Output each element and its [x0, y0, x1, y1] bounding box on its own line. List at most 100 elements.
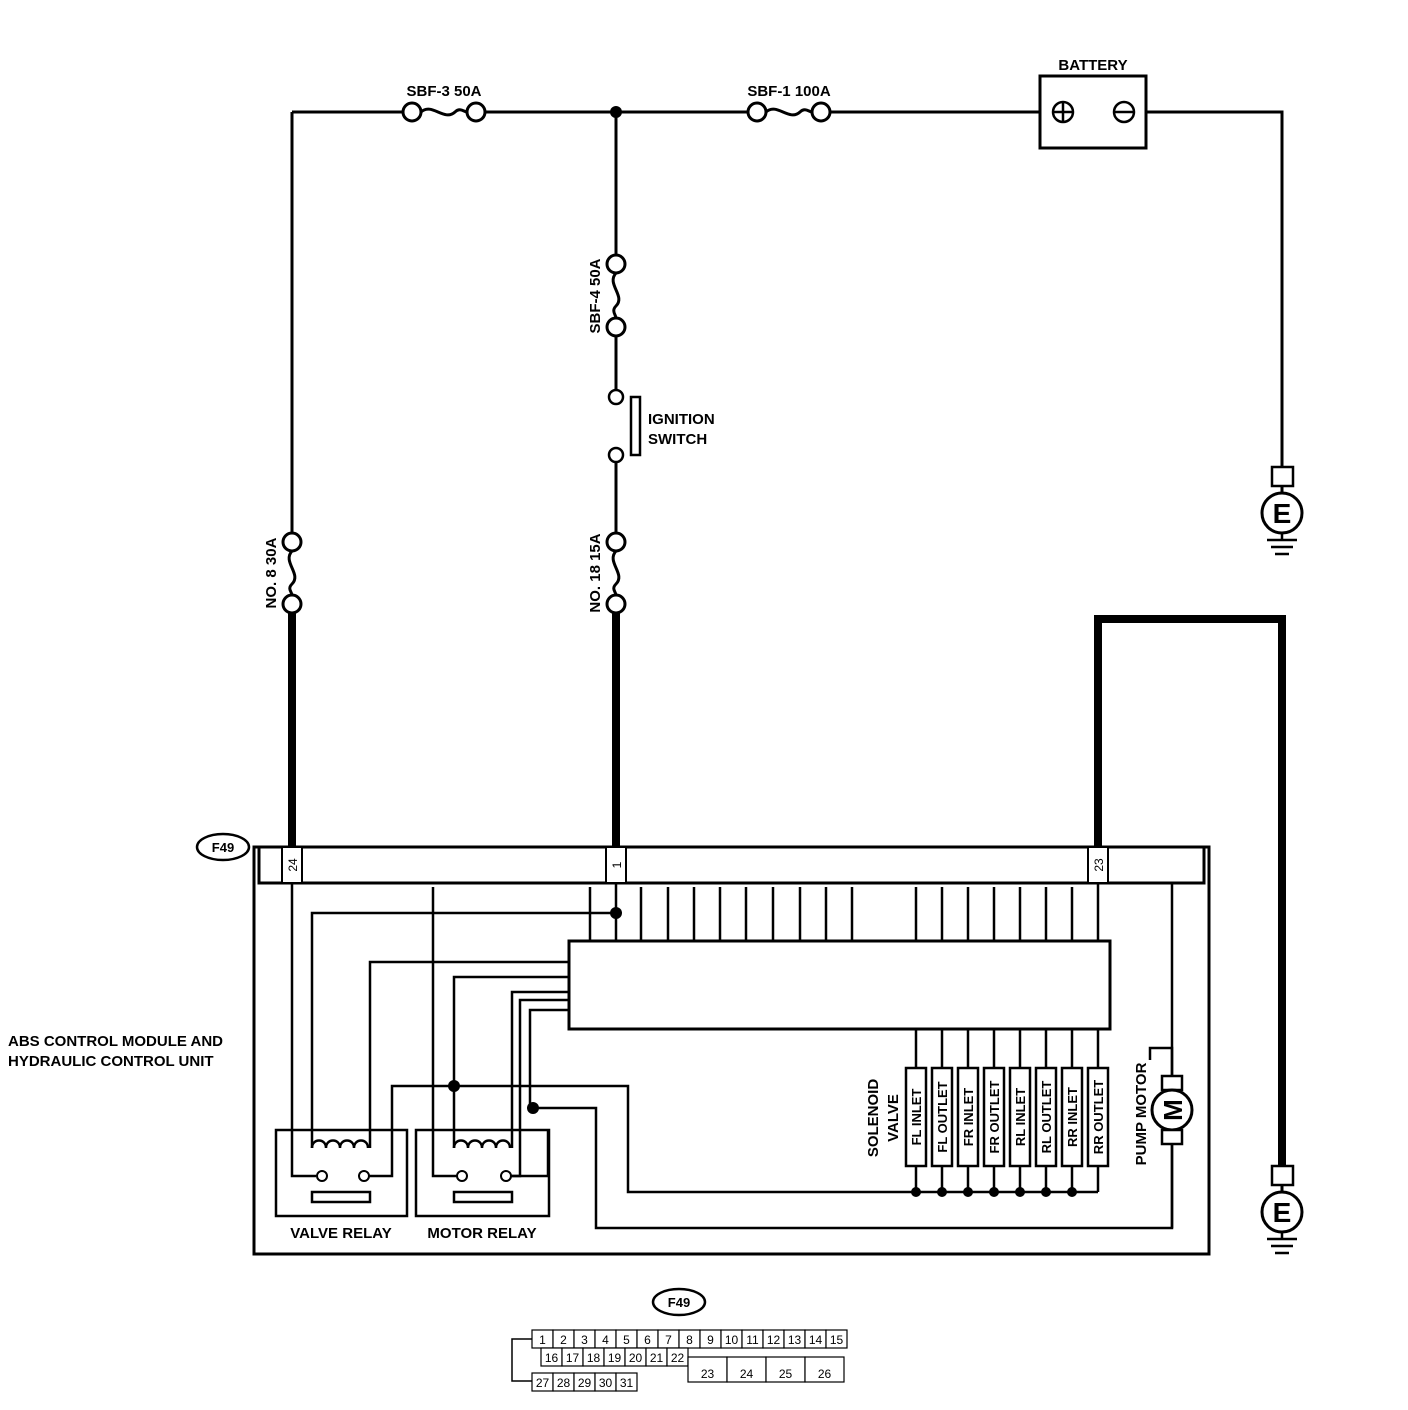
module-label-line1: ABS CONTROL MODULE AND: [8, 1033, 223, 1050]
connector-pin-cell: 26: [804, 1356, 845, 1383]
connector-pin-label: 20: [629, 1351, 643, 1365]
connector-pin-cell: 24: [726, 1356, 767, 1383]
top-power-wiring: [290, 110, 1284, 533]
connector-pin-cell: 3: [573, 1329, 596, 1349]
solenoid-valve-label: RR OUTLET: [1091, 1080, 1106, 1154]
connector-pin-cell: 11: [741, 1329, 764, 1349]
connector-pin-label: 19: [608, 1351, 622, 1365]
connector-pin-label: 11: [746, 1333, 759, 1347]
connector-pin-label: 18: [587, 1351, 601, 1365]
connector-pin-label: 26: [818, 1367, 832, 1381]
solenoid-valve: RL INLET: [1008, 1066, 1032, 1168]
connector-pin-label: 1: [539, 1333, 546, 1347]
fuse-sbf3: SBF-3 50A: [401, 83, 487, 123]
connector-pin-label: 21: [650, 1351, 664, 1365]
connector-pin-label: 30: [599, 1376, 613, 1390]
motor-relay: MOTOR RELAY: [414, 1128, 551, 1242]
motor-relay-label: MOTOR RELAY: [427, 1225, 536, 1242]
fuse-sbf4: SBF-4 50A: [587, 253, 627, 338]
connector-pin-cell: 25: [765, 1356, 806, 1383]
abs-module: F49 ABS CONTROL MODULE AND HYDRAULIC CON…: [8, 832, 1211, 1256]
solenoid-valve: RR INLET: [1060, 1066, 1084, 1168]
ignition-switch: IGNITION SWITCH: [607, 388, 715, 464]
valve-relay-label: VALVE RELAY: [290, 1225, 391, 1242]
solenoid-valve: FR OUTLET: [982, 1066, 1006, 1168]
fuse-sbf3-label: SBF-3 50A: [406, 83, 481, 100]
solenoid-valve: FL INLET: [904, 1066, 928, 1168]
connector-pin-label: 2: [560, 1333, 567, 1347]
connector-pin-cell: 31: [615, 1372, 638, 1392]
connector-pin-label: 31: [620, 1376, 634, 1390]
connector-pin-label: 14: [809, 1333, 823, 1347]
connector-pin-label: 17: [566, 1351, 580, 1365]
connector-pin-label: 23: [701, 1367, 715, 1381]
ground-symbol-upper: E: [1260, 465, 1304, 556]
solenoid-valve: RR OUTLET: [1086, 1066, 1110, 1168]
connector-pin-cell: 27: [531, 1372, 554, 1392]
connector-pin-cell: 9: [699, 1329, 722, 1349]
ignition-switch-line1: IGNITION: [648, 411, 715, 428]
pin-23-label: 23: [1092, 858, 1106, 872]
connector-pin-cell: 29: [573, 1372, 596, 1392]
connector-pin-label: 13: [788, 1333, 802, 1347]
junction-dot: [610, 106, 622, 118]
solenoid-valve-label: FL INLET: [909, 1089, 924, 1146]
connector-pin-cell: 14: [804, 1329, 827, 1349]
solenoid-valve: RL OUTLET: [1034, 1066, 1058, 1168]
connector-pin-label: 22: [671, 1351, 685, 1365]
connector-pin-cell: 19: [603, 1347, 626, 1367]
connector-face-id: F49: [668, 1295, 690, 1310]
ignition-switch-line2: SWITCH: [648, 431, 707, 448]
connector-pin-label: 9: [707, 1333, 714, 1347]
connector-pin-label: 10: [725, 1333, 739, 1347]
connector-pin-label: 12: [767, 1333, 781, 1347]
fuse-no18: NO. 18 15A: [587, 531, 627, 615]
connector-pin-label: 4: [602, 1333, 609, 1347]
fuse-sbf4-label: SBF-4 50A: [587, 258, 604, 333]
module-junction-dots: [448, 907, 1077, 1197]
battery: BATTERY: [1038, 57, 1148, 150]
connector-pin-label: 24: [740, 1367, 754, 1381]
ground-symbol-lower: E: [1260, 1164, 1304, 1255]
fuse-no18-label: NO. 18 15A: [587, 533, 604, 612]
connector-pin-cell: 7: [657, 1329, 680, 1349]
module-internal-wiring: [290, 883, 1174, 1230]
solenoid-valve: FL OUTLET: [930, 1066, 954, 1168]
connector-pin-label: 29: [578, 1376, 592, 1390]
connector-pin-cell: 18: [582, 1347, 605, 1367]
solenoid-valve: FR INLET: [956, 1066, 980, 1168]
connector-pin-cell: 20: [624, 1347, 647, 1367]
fuse-sbf1: SBF-1 100A: [746, 83, 832, 123]
battery-label: BATTERY: [1058, 57, 1127, 74]
solenoid-valve-label: FR INLET: [961, 1088, 976, 1147]
module-connector-id: F49: [212, 840, 234, 855]
connector-pin-cell: 10: [720, 1329, 743, 1349]
connector-pin-cell: 17: [561, 1347, 584, 1367]
connector-pin-cell: 13: [783, 1329, 806, 1349]
ground-label-lower: E: [1273, 1197, 1292, 1228]
pin-24-label: 24: [286, 858, 300, 872]
connector-pin-cell: 5: [615, 1329, 638, 1349]
fuse-sbf1-label: SBF-1 100A: [747, 83, 831, 100]
solenoid-label-line1: SOLENOID: [865, 1079, 882, 1158]
connector-pin-label: 28: [557, 1376, 571, 1390]
connector-pin-cell: 15: [825, 1329, 848, 1349]
connector-pin-label: 25: [779, 1367, 793, 1381]
connector-pin-cell: 12: [762, 1329, 785, 1349]
connector-pin-label: 15: [830, 1333, 844, 1347]
connector-pin-cell: 30: [594, 1372, 617, 1392]
pump-motor-label: PUMP MOTOR: [1133, 1062, 1150, 1165]
ground-label-upper: E: [1273, 498, 1292, 529]
harness-wires: [288, 613, 1286, 1166]
fuse-no8: NO. 8 30A: [263, 531, 303, 615]
connector-pin-cell: 28: [552, 1372, 575, 1392]
connector-pin-label: 16: [545, 1351, 559, 1365]
solenoid-valve-label: RL OUTLET: [1039, 1081, 1054, 1154]
connector-pin-cell: 1: [531, 1329, 554, 1349]
module-label-line2: HYDRAULIC CONTROL UNIT: [8, 1053, 214, 1070]
pump-motor: M PUMP MOTOR: [1133, 1062, 1194, 1228]
connector-pin-cell: 22: [666, 1347, 689, 1367]
